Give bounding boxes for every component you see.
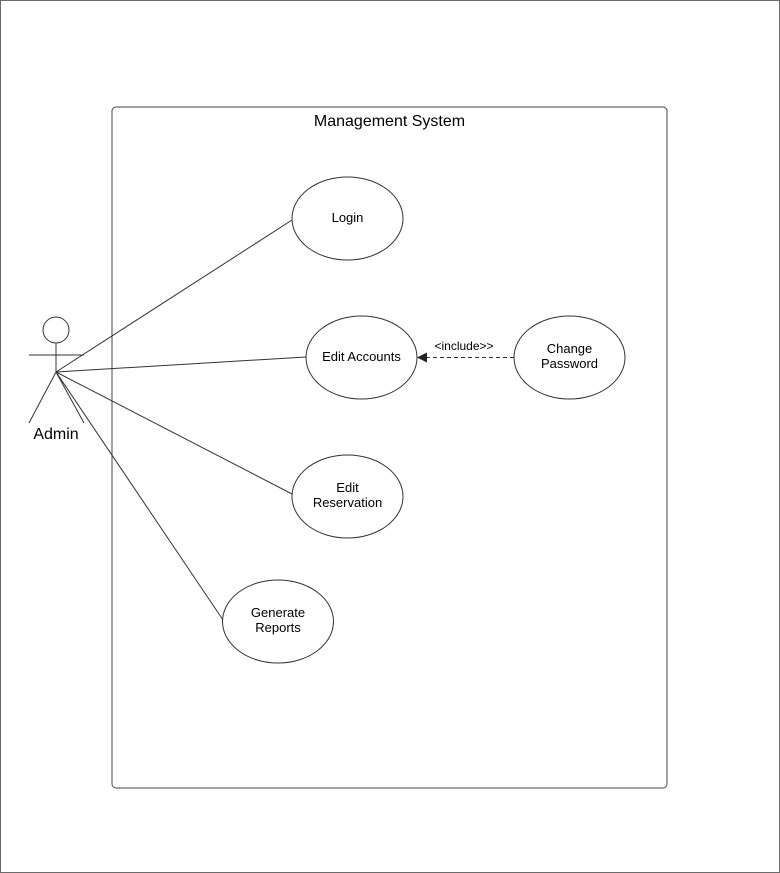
use-case-edit-reservation-label-line-2: Reservation — [313, 495, 382, 510]
use-case-edit-accounts-label: Edit Accounts — [322, 349, 401, 364]
actor-label: Admin — [33, 426, 78, 443]
use-case-generate-reports-label-line-1: Generate — [251, 605, 305, 620]
use-case-edit-accounts[interactable]: Edit Accounts — [305, 315, 418, 400]
use-case-change-password-label-line-1: Change — [547, 341, 593, 356]
system-boundary — [111, 106, 668, 789]
actor-admin[interactable]: Admin — [28, 316, 85, 443]
association-edit-reservation — [55, 371, 293, 495]
actor-right-leg — [55, 371, 85, 424]
use-case-generate-reports-label-line-2: Reports — [255, 620, 301, 635]
use-case-change-password-label-line-2: Password — [541, 356, 598, 371]
use-case-change-password[interactable]: Change Password — [513, 315, 626, 400]
system-title: Management System — [314, 113, 465, 130]
use-case-login[interactable]: Login — [291, 176, 404, 261]
use-case-login-label: Login — [332, 210, 364, 225]
use-case-edit-reservation-label-line-1: Edit — [336, 480, 359, 495]
actor-head — [42, 316, 70, 344]
use-case-edit-reservation[interactable]: Edit Reservation — [291, 454, 404, 539]
association-login — [55, 219, 293, 373]
association-edit-accounts — [55, 356, 307, 373]
actor-left-leg — [28, 371, 57, 424]
association-generate-reports — [55, 371, 224, 621]
use-case-generate-reports[interactable]: Generate Reports — [222, 579, 334, 664]
include-label: <include>> — [434, 339, 493, 353]
